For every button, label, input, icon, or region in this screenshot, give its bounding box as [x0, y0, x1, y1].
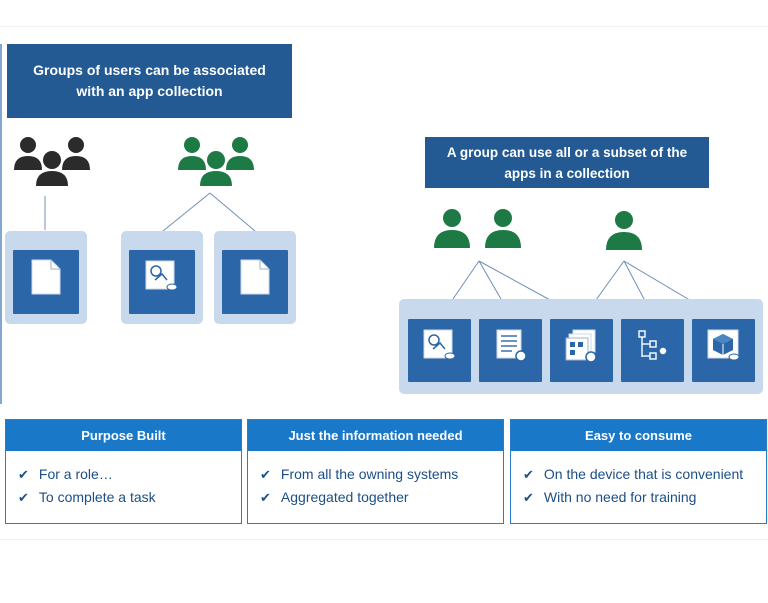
- card-list-item: ✔Aggregated together: [260, 489, 409, 505]
- person-icon: [433, 208, 471, 250]
- person-icon: [484, 208, 522, 250]
- checkmark-icon: ✔: [260, 490, 271, 505]
- card-list-item: ✔To complete a task: [18, 489, 156, 505]
- people-group-icon: [176, 136, 256, 190]
- people-group-icon: [12, 136, 92, 190]
- card-information-needed: Just the information needed ✔From all th…: [247, 419, 504, 524]
- parts-list-icon: [496, 329, 527, 362]
- app-collection-tray: [121, 231, 203, 324]
- design-files-icon: [565, 329, 597, 363]
- app-tile-view-drawing[interactable]: [408, 319, 471, 382]
- app-collection-tray: [399, 299, 763, 394]
- app-tile-view-document[interactable]: [222, 250, 288, 314]
- checkmark-icon: ✔: [18, 467, 29, 482]
- part-structure-icon: [638, 330, 668, 360]
- app-collection-tray: [214, 231, 296, 324]
- app-tile-view-parts-list[interactable]: [479, 319, 542, 382]
- checkmark-icon: ✔: [260, 467, 271, 482]
- checkmark-icon: ✔: [523, 490, 534, 505]
- app-collection-tray: [5, 231, 87, 324]
- card-list-item: ✔For a role…: [18, 466, 113, 482]
- 3d-model-icon: [707, 329, 740, 361]
- card-easy-to-consume: Easy to consume ✔On the device that is c…: [510, 419, 767, 524]
- app-tile-view-part-structure[interactable]: [621, 319, 684, 382]
- app-tile-view-3d[interactable]: [692, 319, 755, 382]
- person-icon: [605, 210, 643, 252]
- left-edge-line: [0, 44, 2, 404]
- card-title: Easy to consume: [511, 420, 766, 451]
- document-icon: [31, 259, 61, 295]
- app-tile-view-drawing[interactable]: [129, 250, 195, 314]
- drawing-icon: [145, 260, 178, 291]
- title-group-subset: A group can use all or a subset of the a…: [425, 137, 709, 188]
- card-title: Purpose Built: [6, 420, 241, 451]
- card-title: Just the information needed: [248, 420, 503, 451]
- app-tile-view-design-files[interactable]: [550, 319, 613, 382]
- card-list-item: ✔With no need for training: [523, 489, 697, 505]
- drawing-icon: [423, 329, 456, 360]
- app-tile-view-document[interactable]: [13, 250, 79, 314]
- document-icon: [240, 259, 270, 295]
- card-purpose-built: Purpose Built ✔For a role… ✔To complete …: [5, 419, 242, 524]
- card-list-item: ✔From all the owning systems: [260, 466, 459, 482]
- title-groups-associated: Groups of users can be associated with a…: [7, 44, 292, 118]
- checkmark-icon: ✔: [523, 467, 534, 482]
- checkmark-icon: ✔: [18, 490, 29, 505]
- card-list-item: ✔On the device that is convenient: [523, 466, 744, 482]
